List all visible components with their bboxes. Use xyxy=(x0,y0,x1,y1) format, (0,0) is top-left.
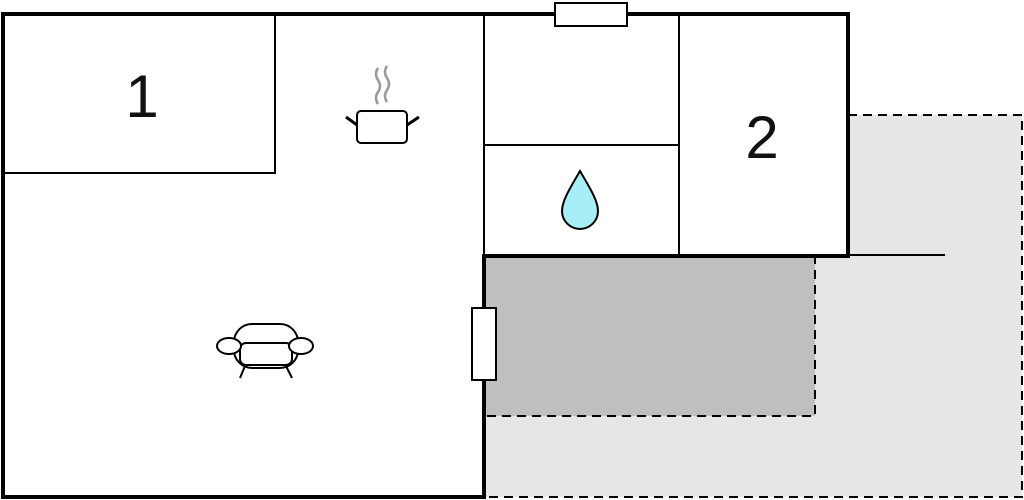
sofa-leg-right xyxy=(285,365,293,379)
steam-line-2 xyxy=(383,65,391,103)
sofa-arm-right xyxy=(288,337,314,355)
pot-handle-right xyxy=(406,115,420,127)
interior-walls xyxy=(3,14,680,256)
pot-body xyxy=(356,110,408,144)
cooking-pot-icon xyxy=(345,65,420,144)
steam-line-1 xyxy=(374,67,382,105)
pot-handle-left xyxy=(345,115,358,127)
exterior-walls xyxy=(1,12,850,499)
sofa-icon xyxy=(216,323,314,379)
sofa-seat xyxy=(239,342,293,366)
sofa-arm-left xyxy=(216,337,242,355)
terrace-covered-area xyxy=(483,255,816,417)
window-top xyxy=(554,2,628,27)
water-drop-icon xyxy=(560,169,600,230)
room-1-wall xyxy=(3,14,276,174)
door-terrace xyxy=(471,307,497,381)
interior-floor xyxy=(3,14,848,497)
room-1-label: 1 xyxy=(125,63,158,130)
room-2-label: 2 xyxy=(745,104,778,171)
sofa-leg-left xyxy=(239,365,246,379)
